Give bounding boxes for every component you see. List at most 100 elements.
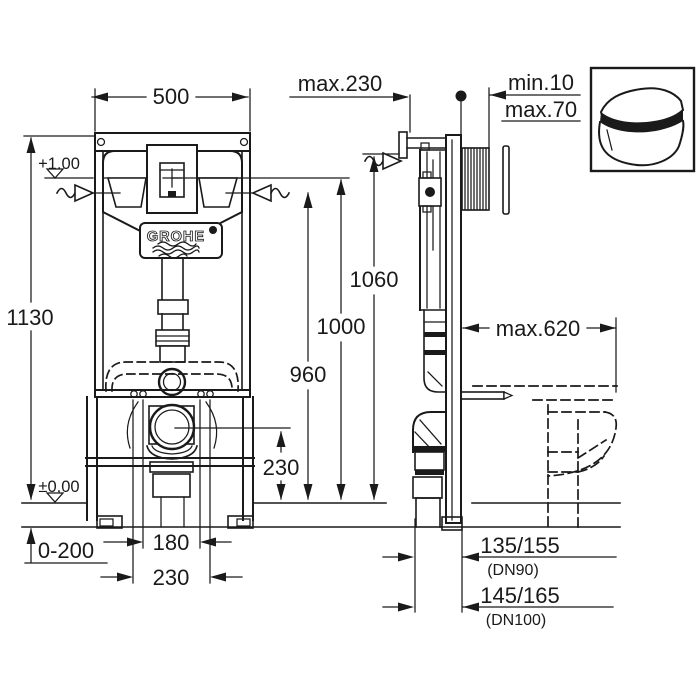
dim-arrow	[393, 92, 409, 102]
dim-depth-max: max.230	[298, 71, 382, 96]
brand-logo-text: GROHE	[147, 229, 205, 245]
pipe-coupling-1	[157, 299, 189, 315]
mounting-stud-tip	[503, 391, 514, 400]
bolt-hole-outer-left	[130, 390, 138, 398]
drain-socket-inner	[154, 409, 190, 445]
actuator-block	[461, 147, 490, 211]
cistern-top-tab	[420, 142, 430, 151]
wall-bracket-plate	[398, 131, 408, 159]
dim-arrow	[200, 537, 216, 547]
side-rail	[445, 134, 462, 524]
dim-arrow	[117, 572, 133, 582]
cistern-outline	[102, 150, 243, 237]
dim-dn100: (DN100)	[486, 612, 546, 629]
dim-arrow	[490, 90, 506, 100]
dim-arrow	[26, 484, 36, 500]
drain-box	[152, 473, 191, 498]
dim-arrow	[369, 156, 379, 172]
level-zero-label: ±0,00	[38, 478, 79, 496]
grohe-logo-plate: GROHE	[139, 222, 223, 259]
wall-break-arrow-left	[74, 183, 95, 203]
logo-box	[139, 222, 223, 259]
mounting-stud	[460, 391, 505, 400]
flush-bend-outline	[423, 309, 447, 393]
level-mark-upper	[45, 168, 65, 179]
wall-break-arrow-right	[251, 183, 272, 203]
frame-screw-hole-left	[96, 137, 106, 147]
actuator-block-body	[461, 147, 490, 211]
flush-flange-outer	[157, 367, 187, 397]
dim-arrow	[398, 602, 414, 612]
dim-dn90: (DN90)	[487, 562, 539, 579]
logo-wave-3	[152, 249, 200, 255]
foot-insert-left	[99, 518, 114, 527]
dim-arrow	[210, 572, 226, 582]
wc-bowl-contour	[606, 129, 613, 151]
dim-arrow	[303, 192, 313, 208]
registered-mark-dot	[209, 226, 217, 234]
level-mark-zero	[45, 492, 65, 503]
dim-arrow	[463, 602, 479, 612]
bolt-hole-inner-left	[139, 390, 147, 398]
dim-arrow	[232, 92, 248, 102]
dim-drain-height: 230	[263, 455, 300, 480]
drain-pipe-upper	[414, 451, 445, 471]
foot-plate-right	[227, 515, 254, 529]
wall-anchor-dot	[455, 90, 467, 102]
drain-elbow-outline	[412, 411, 447, 453]
drain-flange	[149, 461, 194, 473]
side-view	[362, 90, 618, 531]
brace-curve-left	[126, 401, 139, 449]
dim-offset-dn100: 145/165	[480, 583, 560, 608]
dim-spacing-inner: 180	[153, 530, 190, 555]
bolt-hole-outer-right	[206, 390, 214, 398]
wc-dashed-outline-side	[472, 385, 618, 531]
dim-arrow	[600, 323, 616, 333]
wall-break-arrow-side	[382, 151, 403, 171]
drain-pipe-floor	[415, 497, 441, 528]
wc-seat-band	[600, 110, 683, 133]
dim-arrow	[463, 323, 479, 333]
dim-frame-width: 500	[153, 84, 190, 109]
dim-arrow	[398, 552, 414, 562]
dim-arrow	[336, 484, 346, 500]
wc-dashed-outline-front-outer	[105, 361, 239, 392]
flush-bend-hatch	[427, 371, 443, 387]
brace-curve-right	[205, 401, 218, 449]
flush-plate	[502, 145, 510, 215]
dim-spacing-outer: 230	[153, 565, 190, 590]
drain-elbow-hatch-1	[419, 419, 442, 445]
bolt-hole-inner-right	[197, 390, 205, 398]
drain-pipe-mid	[412, 476, 443, 499]
pipe-coupling-3	[159, 345, 186, 363]
foot-plate-left	[96, 515, 123, 529]
dim-projection-max: max.620	[496, 316, 580, 341]
wc-bowl	[598, 119, 685, 167]
dim-arrow	[127, 537, 143, 547]
dim-adjust-range: 0-200	[38, 538, 94, 563]
frame-screw-hole-right	[239, 137, 249, 147]
dim-arrow	[276, 431, 286, 447]
pipe-coupling-2	[155, 329, 190, 347]
supply-tab-bottom	[422, 205, 432, 213]
squiggle-tail-left	[55, 187, 77, 199]
wc-dashed-outline-front-inner	[111, 373, 233, 392]
drain-socket-outer	[148, 403, 196, 451]
side-rail-foot	[441, 516, 463, 531]
dim-height-1000: 1000	[317, 314, 366, 339]
drain-elbow-band	[413, 446, 446, 452]
dim-arrow	[336, 179, 346, 195]
squiggle-tail-right	[269, 187, 291, 199]
logo-wave-2	[152, 245, 200, 251]
flush-bend-band-1	[424, 332, 446, 337]
drain-bell-outer	[146, 445, 198, 460]
dim-arrow	[26, 528, 36, 544]
dim-height-1060: 1060	[350, 267, 399, 292]
dim-arrow	[92, 92, 108, 102]
logo-wave-4	[158, 253, 188, 259]
dim-wall-min: min.10	[508, 70, 574, 95]
drain-pipe-band	[415, 470, 444, 475]
dim-arrow	[26, 137, 36, 153]
dim-arrow	[463, 552, 479, 562]
